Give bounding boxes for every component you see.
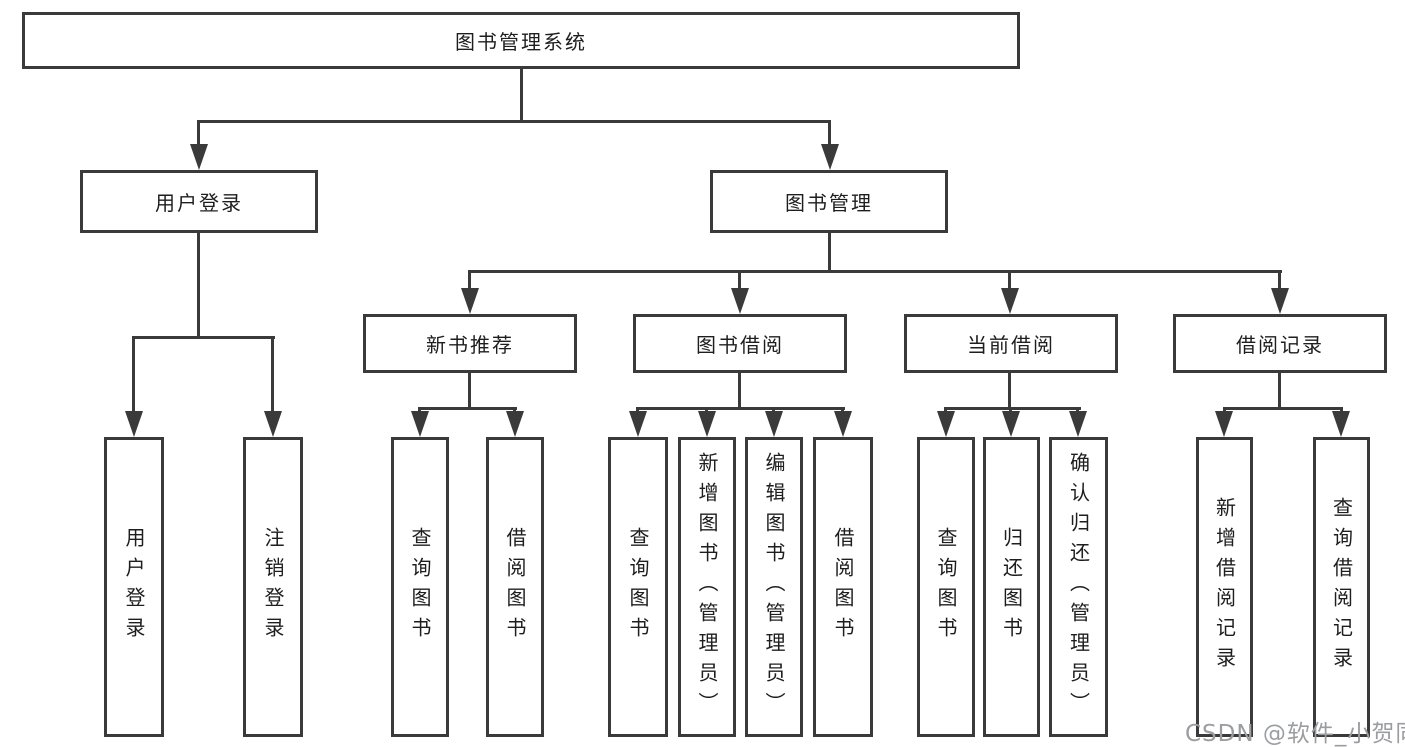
connector-user-login-leaf0-drop [132,336,135,414]
csdn-watermark: CSDN @软件_小贺同学 [1185,721,1405,747]
arrow-down-icon [125,411,143,437]
arrow-down-icon [1332,411,1350,437]
connector-section0-drop [468,270,471,292]
arrow-down-icon [731,288,749,314]
connector-book-management-stem [828,231,831,272]
arrow-down-icon [834,411,852,437]
leaf-query-borrow-record: 查询借阅记录 [1313,437,1370,737]
node-book-management: 图书管理 [710,170,948,233]
node-book-management-label: 图书管理 [785,191,873,215]
leaf-label: 查询图书 [626,527,650,647]
leaf-label: 查询图书 [934,527,958,647]
leaf-confirm-return-admin: 确认归还（管理员） [1049,437,1108,737]
node-root: 图书管理系统 [22,12,1020,69]
arrow-down-icon [821,144,839,170]
leaf-borrow-books: 借阅图书 [813,437,873,737]
connector-section3-drop [1278,270,1281,292]
node-user-login-label: 用户登录 [155,191,243,215]
node-book-borrow-label: 图书借阅 [696,333,784,357]
node-root-label: 图书管理系统 [455,30,587,54]
connector-book-management-horizontal [468,270,1282,273]
leaf-borrow-books-recommend: 借阅图书 [486,437,544,737]
connector-section1-stem [738,371,741,409]
leaf-label: 注销登录 [261,527,285,647]
leaf-edit-books-admin: 编辑图书（管理员） [745,437,803,737]
connector-section0-horizontal [418,407,517,410]
arrow-down-icon [1215,411,1233,437]
connector-book-management-drop [828,120,831,148]
arrow-down-icon [461,288,479,314]
node-book-borrow: 图书借阅 [633,314,847,373]
connector-root-stem [520,67,523,122]
node-new-book-recommend: 新书推荐 [363,314,577,373]
node-new-book-recommend-label: 新书推荐 [426,333,514,357]
connector-section2-stem [1008,371,1011,409]
connector-section3-stem [1278,371,1281,409]
node-current-borrow-label: 当前借阅 [967,333,1055,357]
leaf-label: 借阅图书 [503,527,527,647]
connector-user-login-drop [197,120,200,148]
arrow-down-icon [629,411,647,437]
connector-section1-horizontal [636,407,845,410]
arrow-down-icon [506,411,524,437]
leaf-label: 查询图书 [408,527,432,647]
node-borrow-records-label: 借阅记录 [1236,333,1324,357]
arrow-down-icon [698,411,716,437]
connector-section2-horizontal [944,407,1081,410]
leaf-add-borrow-record: 新增借阅记录 [1196,437,1253,737]
leaf-label: 用户登录 [122,527,146,647]
connector-user-login-stem [197,231,200,338]
node-user-login: 用户登录 [80,170,318,233]
node-borrow-records: 借阅记录 [1173,314,1387,373]
connector-root-horizontal [197,120,831,123]
leaf-label: 编辑图书（管理员） [762,452,786,722]
arrow-down-icon [1271,288,1289,314]
connector-section2-drop [1008,270,1011,292]
leaf-query-books-borrow: 查询图书 [608,437,668,737]
leaf-logout: 注销登录 [243,437,303,737]
leaf-add-books-admin: 新增图书（管理员） [678,437,736,737]
node-current-borrow: 当前借阅 [904,314,1118,373]
connector-user-login-leaf1-drop [271,336,274,414]
leaf-user-login: 用户登录 [104,437,164,737]
connector-user-login-horizontal [132,336,275,339]
connector-section3-horizontal [1223,407,1343,410]
leaf-query-books-recommend: 查询图书 [391,437,449,737]
arrow-down-icon [937,411,955,437]
leaf-label: 查询借阅记录 [1329,497,1354,677]
leaf-label: 归还图书 [999,527,1024,647]
arrow-down-icon [264,411,282,437]
arrow-down-icon [1069,411,1087,437]
connector-section1-drop [738,270,741,292]
connector-section0-stem [468,371,471,409]
leaf-label: 新增借阅记录 [1212,497,1237,677]
arrow-down-icon [190,144,208,170]
leaf-return-books: 归还图书 [983,437,1040,737]
leaf-label: 借阅图书 [831,527,855,647]
leaf-label: 新增图书（管理员） [695,452,719,722]
leaf-query-books-current: 查询图书 [917,437,975,737]
leaf-label: 确认归还（管理员） [1066,452,1091,722]
arrow-down-icon [765,411,783,437]
arrow-down-icon [1001,288,1019,314]
arrow-down-icon [1002,411,1020,437]
arrow-down-icon [411,411,429,437]
